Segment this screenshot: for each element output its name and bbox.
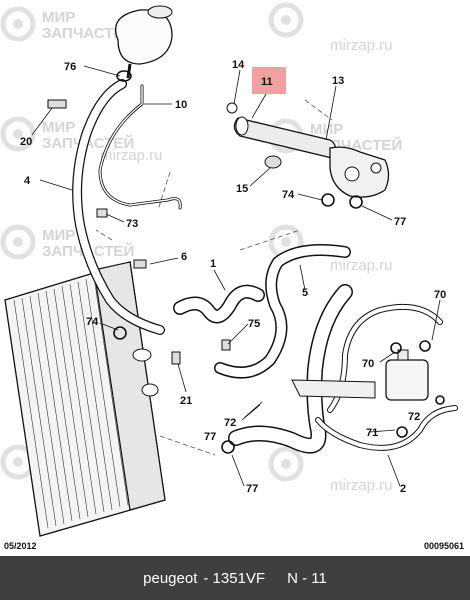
callout-5: 5 xyxy=(302,287,308,299)
part-info-bar: peugeot - 1351VF N - 11 xyxy=(0,556,470,600)
drawing-number: 00095061 xyxy=(423,541,464,551)
callout-10: 10 xyxy=(175,99,187,111)
callout-14: 14 xyxy=(232,59,245,71)
hoses xyxy=(72,79,458,454)
callout-75: 75 xyxy=(248,318,260,330)
callout-21: 21 xyxy=(180,395,192,407)
watermark-url: mirzap.ru xyxy=(330,477,393,494)
callout-2: 2 xyxy=(400,483,406,495)
callout-74: 74 xyxy=(86,316,99,328)
watermark-brand-line1: МИР xyxy=(42,119,75,136)
callout-20: 20 xyxy=(20,136,32,148)
callout-72: 72 xyxy=(224,417,236,429)
callout-13: 13 xyxy=(332,75,344,87)
watermark-url: mirzap.ru xyxy=(100,147,163,164)
callout-6: 6 xyxy=(181,251,187,263)
callout-71: 71 xyxy=(366,427,378,439)
callout-74-upper: 74 xyxy=(282,189,295,201)
callout-labels: 76 10 20 4 73 6 1 74 75 21 72 77 14 11 1… xyxy=(20,59,446,495)
fittings xyxy=(47,99,231,365)
watermark-brand-line1: МИР xyxy=(42,9,75,26)
water-outlet-housing xyxy=(226,102,390,198)
brand-label: peugeot xyxy=(143,569,198,587)
watermark-logo xyxy=(268,2,304,38)
watermark-url: mirzap.ru xyxy=(330,257,393,274)
callout-70-lower: 70 xyxy=(362,358,374,370)
callout-reference: N - 11 xyxy=(287,569,327,587)
callout-77-upper: 77 xyxy=(394,216,406,228)
watermark-brand-line1: МИР xyxy=(42,227,75,244)
date-code: 05/2012 xyxy=(4,541,37,551)
callout-11-highlighted: 11 xyxy=(261,76,273,88)
watermark-url: mirzap.ru xyxy=(330,37,393,54)
hose-bracket xyxy=(291,379,376,399)
part-code: - 1351VF xyxy=(203,569,266,587)
callout-1: 1 xyxy=(210,258,216,270)
callout-77: 77 xyxy=(246,483,258,495)
watermark-logo xyxy=(268,446,304,482)
assembly-lines xyxy=(95,99,333,456)
cooling-system-diagram: МИР ЗАПЧАСТЕЙ mirzap.ru МИР ЗАПЧАСТЕЙ mi… xyxy=(0,2,458,537)
reservoir-bottle xyxy=(385,349,429,401)
callout-72-right: 72 xyxy=(408,411,420,423)
radiator xyxy=(4,261,166,537)
callout-77-lower: 77 xyxy=(204,431,216,443)
callout-4: 4 xyxy=(24,175,31,187)
watermark-logo: МИР ЗАПЧАСТЕЙ xyxy=(0,224,134,260)
callout-76: 76 xyxy=(64,61,76,73)
callout-15: 15 xyxy=(236,183,248,195)
callout-70: 70 xyxy=(434,289,446,301)
expansion-tank xyxy=(114,5,173,79)
callout-73: 73 xyxy=(126,218,138,230)
watermark-logo: МИР ЗАПЧАСТЕЙ xyxy=(0,6,134,42)
watermark-brand-line2: ЗАПЧАСТЕЙ xyxy=(42,24,134,42)
watermark-brand-line1: МИР xyxy=(310,121,343,138)
leader-lines xyxy=(31,65,441,487)
highlighted-callout-box xyxy=(252,67,286,94)
